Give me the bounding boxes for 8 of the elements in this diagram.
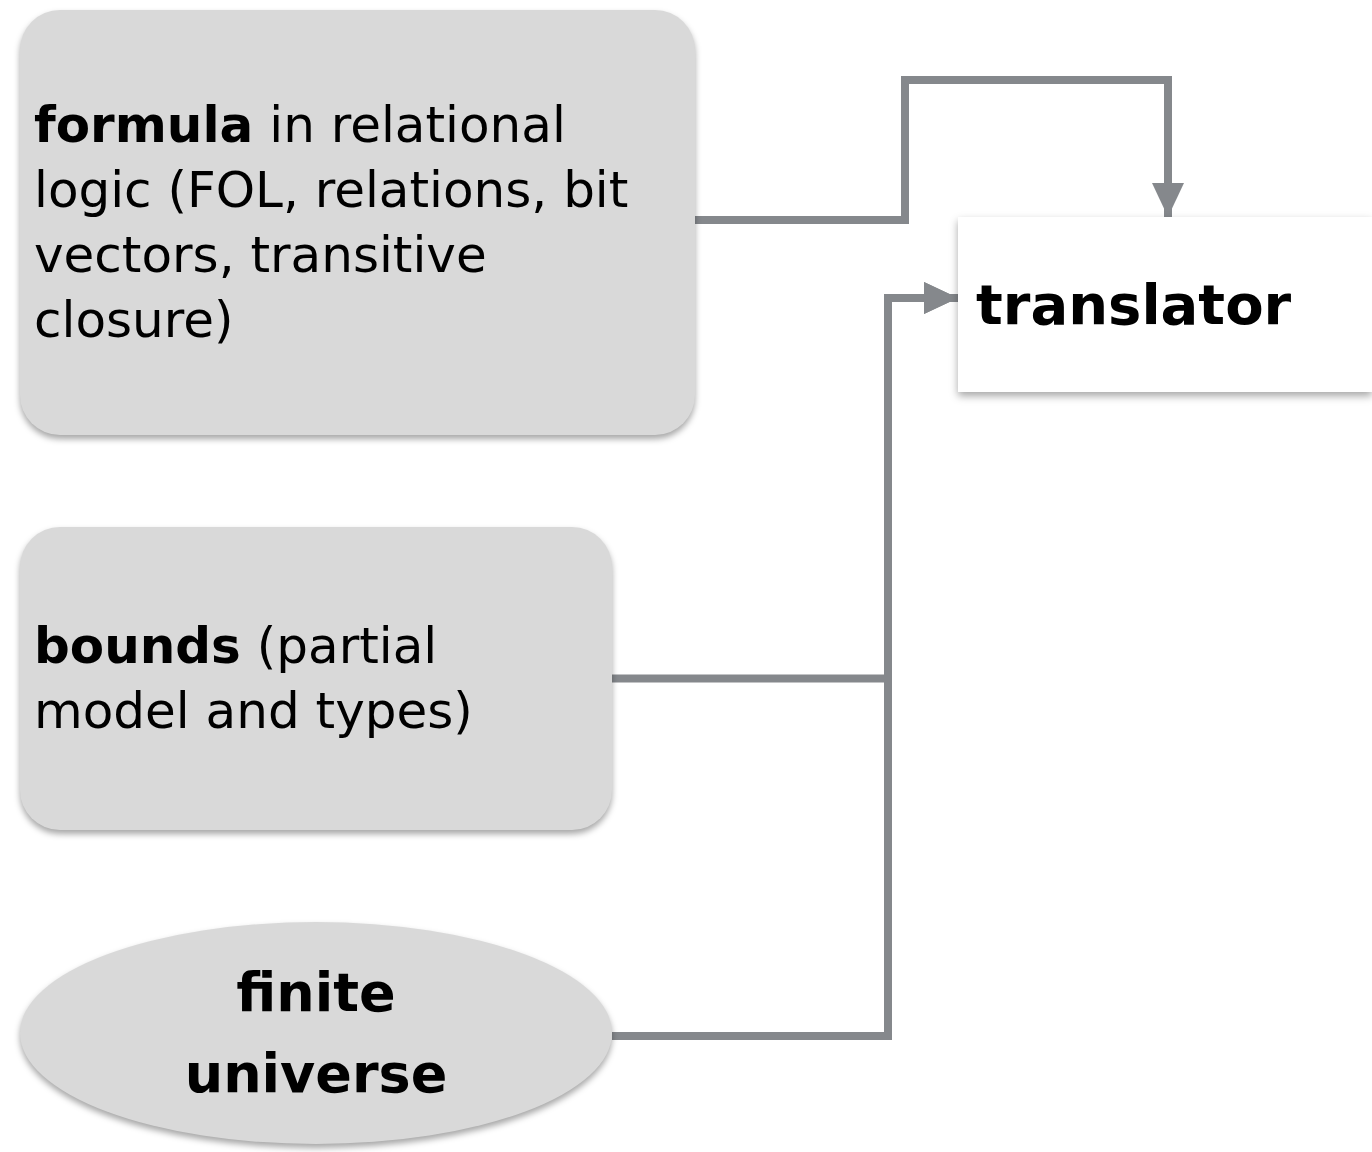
input-box xyxy=(20,10,695,435)
connector-arrow xyxy=(695,76,1184,224)
box-text: formula in relational logic (FOL, relations, bit vectors, transitive closure) xyxy=(34,94,630,351)
ellipse-text: finite universe xyxy=(183,960,449,1107)
box-title: translator xyxy=(976,270,1292,339)
process-box xyxy=(958,217,1372,392)
box-text: bounds (partial model and types) xyxy=(34,615,474,742)
input-box xyxy=(20,527,612,830)
